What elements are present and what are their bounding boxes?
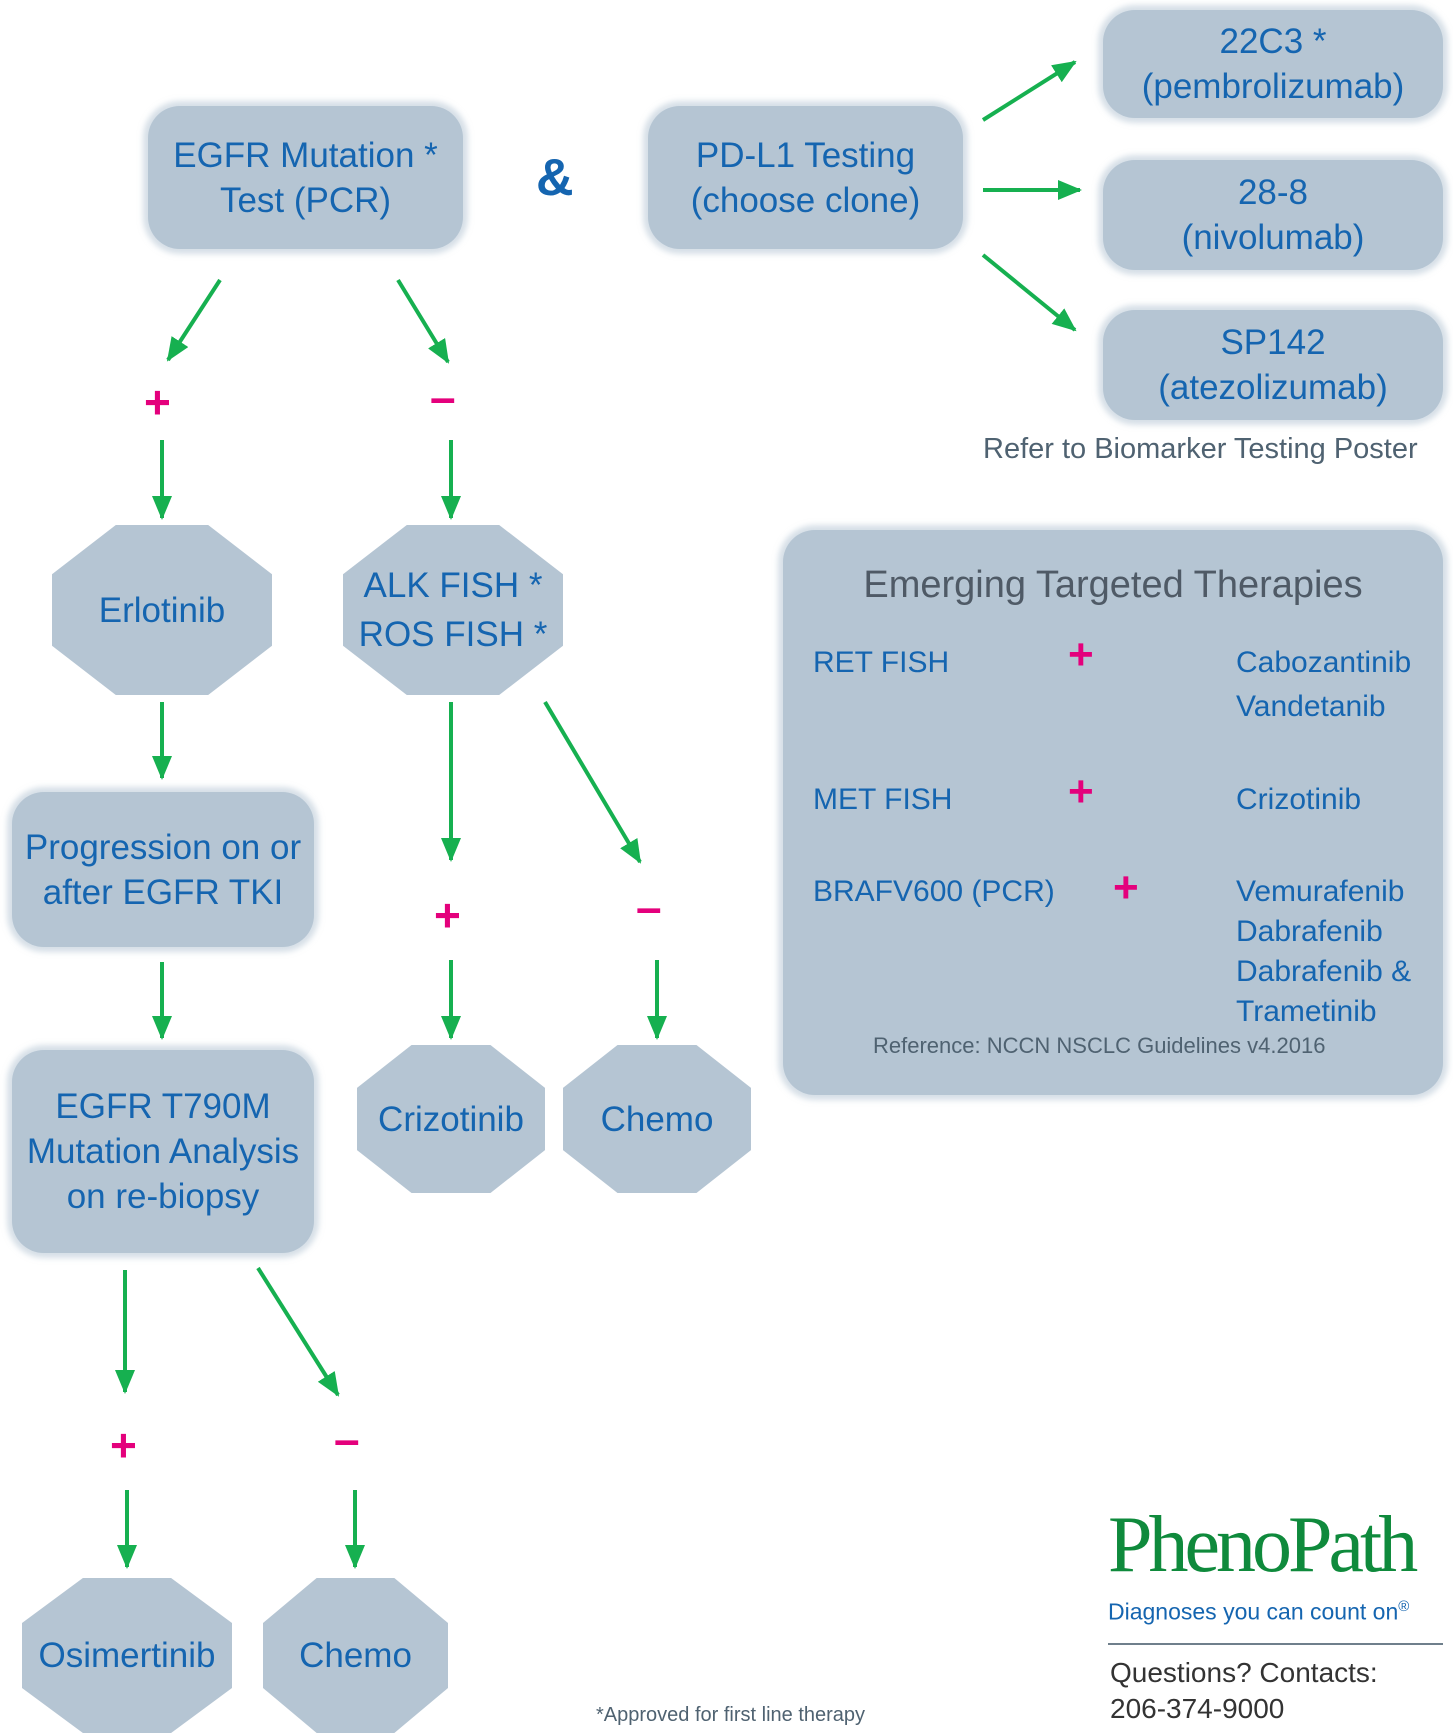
erlotinib-label: Erlotinib: [98, 590, 226, 630]
erlotinib-node: Erlotinib: [52, 525, 272, 695]
footnote: *Approved for first line therapy: [596, 1704, 866, 1726]
plus-sign-met: +: [1068, 767, 1094, 816]
ret-therapy-1: Cabozantinib: [1236, 646, 1412, 679]
clone-22c3-box: 22C3 * (pembrolizumab): [1103, 10, 1443, 118]
met-fish-label: MET FISH: [813, 783, 953, 816]
clone-288-line-1: 28-8: [1237, 173, 1309, 212]
crizotinib-label: Crizotinib: [378, 1099, 524, 1139]
minus-sign-egfr: –: [430, 371, 456, 423]
t790m-line-1: EGFR T790M: [55, 1087, 271, 1126]
plus-sign-alk: +: [434, 889, 461, 941]
progression-line-1: Progression on or: [24, 827, 302, 867]
osimertinib-node: Osimertinib: [22, 1578, 232, 1733]
ros-fish-label: ROS FISH *: [358, 615, 548, 654]
clone-22c3-line-1: 22C3 *: [1219, 22, 1327, 61]
t790m-line-2: Mutation Analysis: [26, 1132, 300, 1171]
brand-divider: [1108, 1643, 1443, 1645]
arrow-egfr-plus: [166, 278, 222, 362]
osimertinib-label: Osimertinib: [38, 1636, 216, 1675]
arrow-pdl1-sp142: [981, 253, 1077, 332]
t790m-analysis-box: EGFR T790M Mutation Analysis on re-biops…: [12, 1050, 314, 1253]
clone-sp142-line-1: SP142: [1220, 323, 1326, 362]
arrow-pdl1-22c3: [981, 60, 1077, 122]
brand-tagline: Diagnoses you can count on®: [1108, 1598, 1409, 1626]
met-therapy-1: Crizotinib: [1236, 783, 1362, 816]
pdl1-line-2: (choose clone): [690, 180, 921, 220]
tagline-text: Diagnoses you can count on: [1108, 1598, 1399, 1625]
emerging-therapies-title: Emerging Targeted Therapies: [863, 564, 1363, 606]
phenopath-logo: PhenoPath: [1108, 1501, 1418, 1589]
contact-label: Questions? Contacts:: [1110, 1657, 1378, 1688]
t790m-line-3: on re-biopsy: [66, 1177, 260, 1216]
clone-288-line-2: (nivolumab): [1181, 218, 1365, 257]
arrow-alk-minus: [543, 700, 642, 864]
egfr-test-line-1: EGFR Mutation *: [173, 135, 438, 175]
plus-sign-braf: +: [1113, 863, 1139, 912]
crizotinib-node: Crizotinib: [357, 1045, 545, 1193]
ret-fish-label: RET FISH: [813, 646, 950, 679]
minus-sign-t790m: –: [334, 1413, 360, 1465]
ampersand: &: [536, 149, 574, 207]
braf-therapy-4: Trametinib: [1236, 995, 1377, 1028]
alk-ros-fish-node: ALK FISH * ROS FISH *: [343, 525, 563, 695]
clone-22c3-line-2: (pembrolizumab): [1141, 67, 1405, 106]
ret-therapy-2: Vandetanib: [1236, 690, 1386, 723]
braf-therapy-3: Dabrafenib &: [1236, 955, 1412, 988]
chemo-node: Chemo: [563, 1045, 751, 1193]
pdl1-testing-box: PD-L1 Testing (choose clone): [648, 106, 963, 249]
emerging-therapies-panel: Emerging Targeted Therapies RET FISH + C…: [783, 530, 1443, 1095]
contact-phone[interactable]: 206-374-9000: [1110, 1693, 1285, 1724]
plus-sign-egfr: +: [144, 376, 171, 428]
minus-sign-alk: –: [636, 881, 662, 933]
egfr-test-line-2: Test (PCR): [219, 180, 392, 220]
arrow-t790m-minus: [256, 1266, 340, 1397]
progression-box: Progression on or after EGFR TKI: [12, 792, 314, 947]
clone-sp142-line-2: (atezolizumab): [1158, 368, 1388, 407]
braf-label: BRAFV600 (PCR): [813, 875, 1055, 908]
progression-line-2: after EGFR TKI: [42, 872, 284, 912]
registered-mark: ®: [1398, 1598, 1410, 1615]
contact-block: Questions? Contacts: 206-374-9000: [1110, 1655, 1378, 1727]
chemo-node-2: Chemo: [263, 1578, 448, 1733]
nccn-reference: Reference: NCCN NSCLC Guidelines v4.2016: [873, 1033, 1326, 1058]
plus-sign-t790m: +: [110, 1419, 137, 1471]
chemo-label-2: Chemo: [299, 1636, 412, 1675]
plus-sign-ret: +: [1068, 630, 1094, 679]
biomarker-poster-note: Refer to Biomarker Testing Poster: [983, 433, 1418, 465]
chemo-label: Chemo: [600, 1099, 714, 1139]
arrow-egfr-minus: [396, 278, 450, 364]
clone-288-box: 28-8 (nivolumab): [1103, 160, 1443, 270]
alk-fish-label: ALK FISH *: [363, 566, 543, 605]
clone-sp142-box: SP142 (atezolizumab): [1103, 310, 1443, 420]
pdl1-line-1: PD-L1 Testing: [695, 135, 916, 175]
braf-therapy-1: Vemurafenib: [1236, 875, 1405, 908]
egfr-mutation-test-box: EGFR Mutation * Test (PCR): [148, 106, 463, 249]
braf-therapy-2: Dabrafenib: [1236, 915, 1383, 948]
